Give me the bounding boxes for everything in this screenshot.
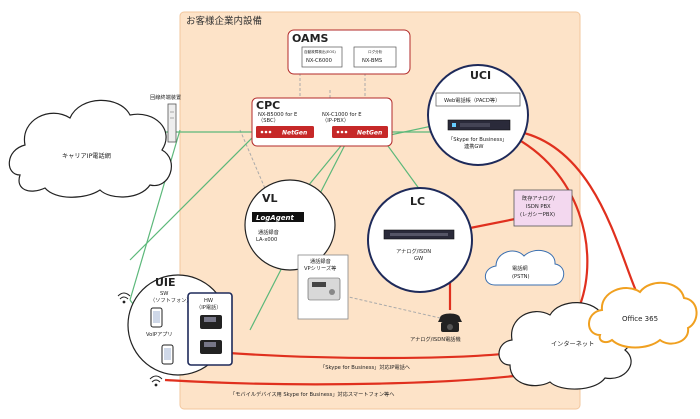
- uci-title: UCI: [470, 69, 491, 82]
- wifi-icon: [149, 375, 163, 387]
- recorder-vp-box: 通話録音 VPシリーズ等: [297, 254, 349, 320]
- svg-text:NetGen: NetGen: [357, 130, 382, 137]
- svg-text:NetGen: NetGen: [282, 130, 307, 137]
- logagent-logo: LogAgent: [256, 214, 294, 222]
- vl-group: VL LogAgent 通話録音 LA-x000: [244, 179, 336, 271]
- office365-label: Office 365: [622, 315, 658, 323]
- wifi-icon: [117, 292, 131, 304]
- cpc-pbx-line2: （IP-PBX）: [322, 117, 349, 124]
- uci-group: UCI Web電話帳（PACD等） 「Skype for Business」 連…: [427, 64, 529, 166]
- hw-line1: HW: [204, 298, 213, 304]
- desk-phone-icon: [200, 340, 222, 354]
- oams-group: OAMS 自動故障検出(EOS) NX-C6000 ログ分析 NX-BMS: [287, 29, 411, 75]
- lc-line1: アナログ/ISDN: [396, 247, 431, 255]
- smartphone-icon: [150, 307, 163, 328]
- pbx-line2: ISDN PBX: [526, 204, 551, 210]
- smartphone-icon: [161, 344, 174, 365]
- region-title: お客様企業内設備: [186, 15, 262, 27]
- oams-box1-top: 自動故障検出(EOS): [304, 49, 336, 54]
- termination-label: 回線終端装置: [150, 93, 181, 101]
- vl-title: VL: [262, 192, 278, 205]
- uci-caption-line1: 「Skype for Business」: [448, 136, 507, 143]
- hw-box: HW （IP電話）: [187, 292, 233, 366]
- vp-line1: 通話録音: [310, 257, 331, 265]
- oams-box1: NX-C6000: [306, 58, 332, 64]
- bottom-caption-smartphone: 「モバイルデバイス用 Skype for Business」対応スマートフォン等…: [230, 390, 394, 398]
- gateway-device-icon: [447, 119, 511, 131]
- cpc-group: CPC NX-B5000 for E （SBC） NX-C1000 for E …: [251, 97, 393, 147]
- vp-line2: VPシリーズ等: [304, 264, 336, 272]
- pbx-line1: 既存アナログ/: [522, 194, 555, 202]
- legacy-pbx-box: 既存アナログ/ ISDN PBX (レガシーPBX): [513, 189, 573, 227]
- lc-title: LC: [410, 195, 425, 208]
- uie-sw-line2: （ソフトフォン）: [150, 297, 192, 304]
- red-netgen-device-icon: NetGen: [332, 126, 388, 138]
- office365-cloud: Office 365: [588, 281, 698, 349]
- desk-phone-icon: [200, 315, 222, 329]
- voip-app-label: VoIPアプリ: [146, 331, 173, 338]
- termination-device: 回線終端装置: [150, 93, 181, 143]
- lc-group: LC アナログ/ISDN GW: [367, 187, 473, 293]
- oams-box2: NX-BMS: [362, 58, 382, 64]
- cpc-title: CPC: [256, 99, 280, 112]
- desk-phone-icon: [438, 313, 462, 332]
- vl-line1: 通話録音: [258, 228, 279, 236]
- internet-label: インターネット: [551, 340, 594, 348]
- oams-box2-top: ログ分析: [368, 49, 383, 54]
- cpc-sbc-line1: NX-B5000 for E: [258, 112, 297, 118]
- uci-web-directory: Web電話帳（PACD等）: [444, 96, 500, 104]
- hw-line2: （IP電話）: [196, 303, 221, 311]
- carrier-label: キャリアIP電話網: [62, 152, 111, 160]
- cpc-sbc-line2: （SBC）: [258, 117, 279, 124]
- pstn-line1: 電話網: [512, 264, 528, 272]
- uie-title: UIE: [155, 276, 176, 289]
- uie-sw-line1: SW: [160, 291, 168, 297]
- cpc-pbx-line1: NX-C1000 for E: [322, 112, 362, 118]
- lc-line2: GW: [414, 256, 423, 262]
- recorder-icon: [307, 277, 341, 301]
- gateway-device-icon: [383, 229, 455, 240]
- analog-phone-label: アナログ/ISDN電話機: [410, 335, 461, 343]
- bottom-caption-ip-phone: 「Skype for Business」対応IP電話へ: [320, 363, 410, 371]
- oams-title: OAMS: [292, 32, 329, 45]
- pstn-line2: (PSTN): [512, 274, 530, 280]
- carrier-cloud: キャリアIP電話網: [8, 99, 172, 198]
- pbx-line3: (レガシーPBX): [520, 210, 555, 218]
- uci-caption-line2: 連携GW: [464, 142, 484, 150]
- red-netgen-device-icon: NetGen: [256, 126, 314, 138]
- vl-line2: LA-x000: [256, 237, 277, 243]
- pstn-cloud: 電話網 (PSTN): [484, 249, 565, 286]
